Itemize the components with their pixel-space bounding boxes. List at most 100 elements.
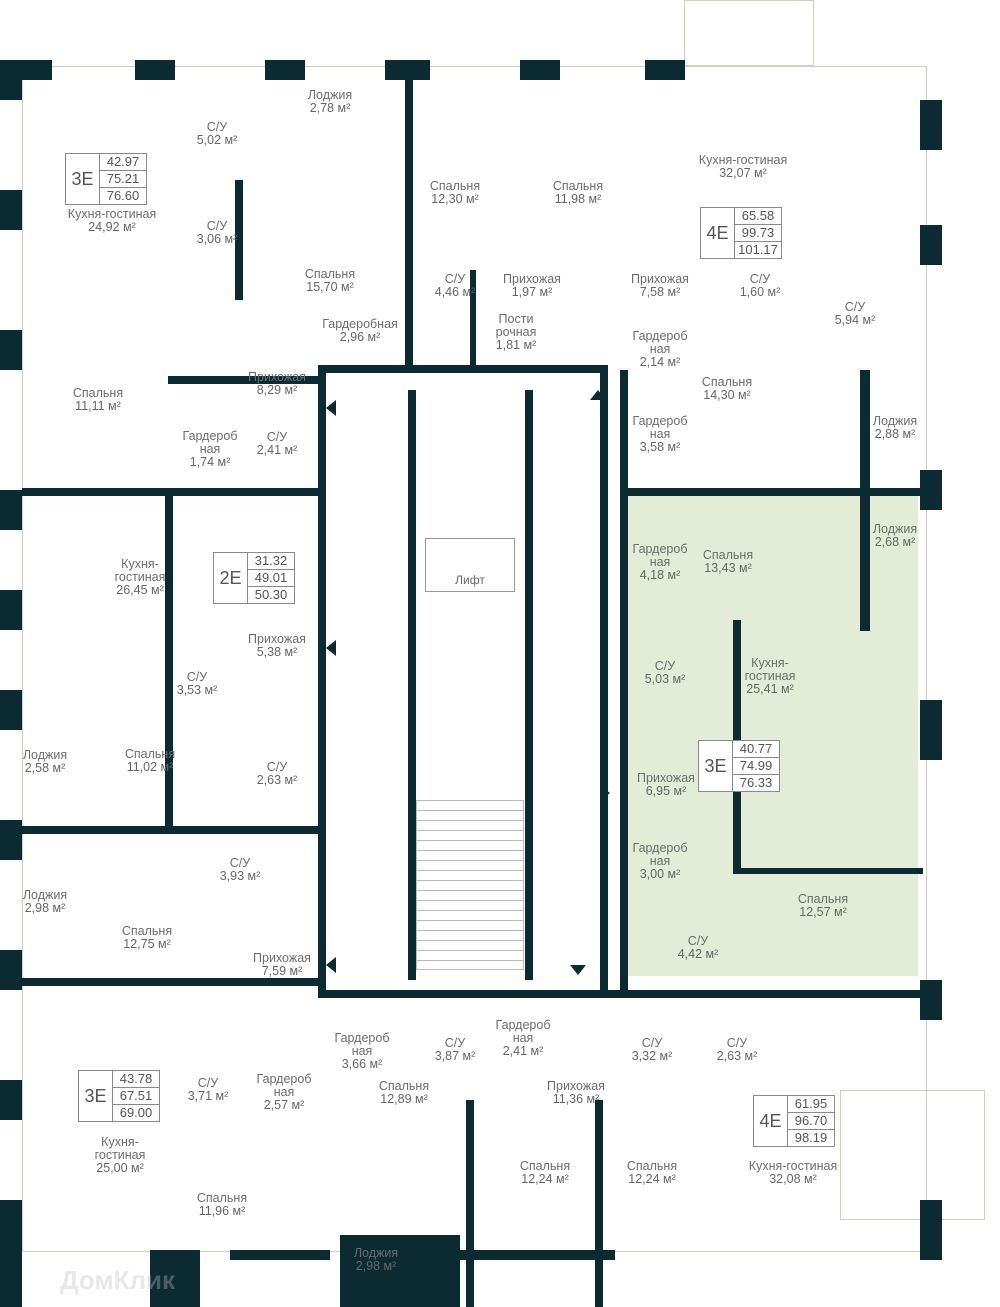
- entrance-arrow-icon[interactable]: [326, 640, 336, 656]
- wall: [920, 100, 942, 150]
- entrance-arrow-icon[interactable]: [590, 390, 606, 400]
- room-area: 5,94 м²: [834, 313, 876, 327]
- entrance-arrow-icon[interactable]: [570, 965, 586, 975]
- total-area: 99.73: [735, 225, 781, 242]
- living-area: 65.58: [735, 208, 781, 225]
- total-area-with-loggia: 76.33: [739, 775, 773, 790]
- room-name: Спальня: [702, 548, 754, 562]
- room-area: 11,36 м²: [552, 1092, 600, 1106]
- room-area: 4,18 м²: [639, 568, 681, 582]
- wall: [230, 1250, 330, 1260]
- room-area: 2,58 м²: [24, 761, 66, 775]
- wall: [620, 488, 920, 496]
- apartment-type: 2E: [214, 553, 248, 603]
- wall: [920, 470, 942, 510]
- room-area: 7,59 м²: [261, 964, 303, 978]
- total-area-with-loggia: 50.30: [254, 587, 288, 602]
- room-area: 2,98 м²: [355, 1259, 397, 1273]
- room-name: Спальня: [519, 1159, 571, 1173]
- room-area: 12,24 м²: [521, 1172, 569, 1186]
- wall: [920, 1200, 942, 1260]
- entrance-arrow-icon[interactable]: [326, 400, 336, 416]
- apartment-type: 3E: [66, 154, 100, 204]
- wall: [0, 60, 22, 100]
- room-area: 5,38 м²: [256, 645, 298, 659]
- wall: [265, 60, 305, 80]
- room-name: Гардероб ная: [334, 1031, 390, 1058]
- room-name: Кухня-гостиная: [698, 153, 788, 167]
- wall: [22, 60, 52, 80]
- wall: [150, 1250, 200, 1307]
- room-name: Прихожая: [248, 632, 306, 646]
- entrance-arrow-icon[interactable]: [326, 957, 336, 973]
- wall: [318, 365, 608, 373]
- wall: [0, 950, 22, 990]
- selected-apartment-area-lower[interactable]: [628, 870, 918, 976]
- room-area: 11,98 м²: [554, 192, 602, 206]
- room-area: 2,98 м²: [24, 901, 66, 915]
- living-area: 40.77: [733, 741, 779, 758]
- room-area: 32,08 м²: [769, 1172, 817, 1186]
- wall: [168, 376, 318, 384]
- wall: [520, 60, 560, 80]
- wall: [620, 370, 628, 990]
- room-name: Гардероб ная: [632, 329, 688, 356]
- room-name: Спальня: [72, 386, 124, 400]
- room-area: 7,58 м²: [639, 285, 681, 299]
- room-name: С/У: [206, 120, 228, 134]
- room-area: 32,07 м²: [719, 166, 767, 180]
- room-name: С/У: [229, 856, 251, 870]
- staircase: [416, 800, 524, 970]
- wall: [408, 390, 416, 980]
- wall: [340, 1235, 460, 1307]
- room-name: С/У: [266, 760, 288, 774]
- entrance-arrow-icon[interactable]: [600, 785, 610, 801]
- wall: [920, 700, 942, 760]
- room-area: 8,29 м²: [256, 383, 298, 397]
- room-area: 26,45 м²: [116, 583, 164, 597]
- living-area: 42.97: [100, 154, 146, 171]
- room-name: С/У: [444, 1036, 466, 1050]
- room-name: Гардероб ная: [632, 414, 688, 441]
- room-name: С/У: [687, 934, 709, 948]
- wall: [235, 180, 243, 300]
- room-name: Лоджия: [307, 88, 353, 102]
